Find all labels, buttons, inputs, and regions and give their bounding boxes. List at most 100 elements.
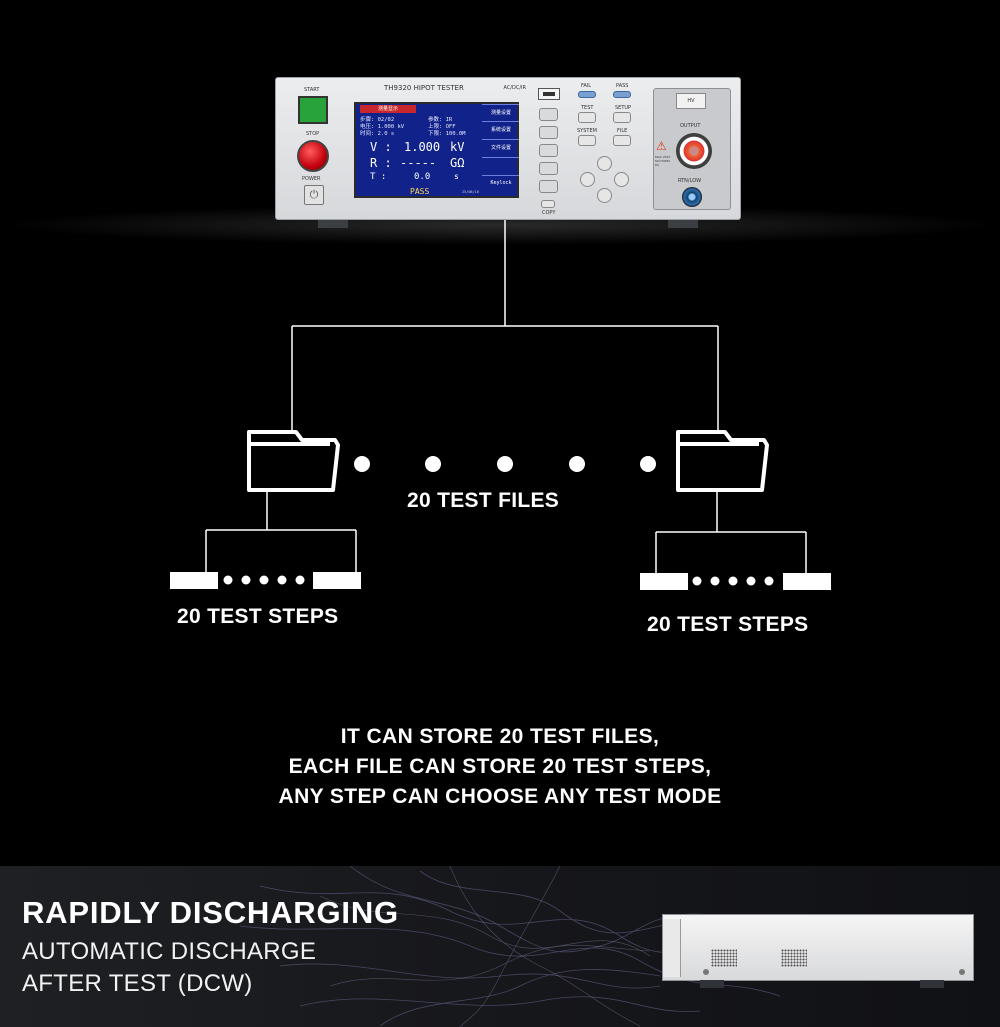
softkey-5[interactable]: [539, 180, 558, 193]
left-steps-label: 20 TEST STEPS: [177, 605, 339, 628]
copy-button[interactable]: [541, 200, 555, 208]
fail-label: FAIL: [581, 83, 592, 89]
screw: [703, 969, 709, 975]
caption-line-2: EACH FILE CAN STORE 20 TEST STEPS,: [288, 755, 712, 778]
file-label: FILE: [617, 128, 628, 134]
step-block: [313, 572, 361, 589]
arrow-right-button[interactable]: [614, 172, 629, 187]
step-block: [783, 573, 831, 590]
step-block: [640, 573, 688, 590]
arrow-up-button[interactable]: [597, 156, 612, 171]
screen-r-value: -----: [400, 156, 437, 170]
softkey-1[interactable]: [539, 108, 558, 121]
hv-button[interactable]: HV: [676, 93, 706, 109]
folder-icon: [247, 430, 340, 492]
file-dot: [640, 456, 656, 472]
softkey-4[interactable]: [539, 162, 558, 175]
softkey-label-1: 测量设置: [490, 110, 511, 116]
model-name: TH9320 HIPOT TESTER: [384, 84, 464, 92]
usb-port[interactable]: [538, 88, 560, 100]
step-dot: [277, 575, 287, 585]
step-dot: [728, 576, 738, 586]
screen-lower: 下限: 100.0M: [428, 131, 466, 137]
screen-t-value: 0.0: [414, 172, 431, 182]
screen-tab: 测量显示: [360, 105, 416, 113]
stop-label: STOP: [306, 131, 320, 137]
hv-output-panel: HV OUTPUT ⚠ MAX VOLT 5kV/30MA DC RTN/LOW: [653, 88, 731, 210]
screen-t-label: T :: [370, 172, 387, 182]
storage-caption: IT CAN STORE 20 TEST FILES, EACH FILE CA…: [0, 722, 1000, 812]
test-button[interactable]: [578, 112, 596, 123]
file-dot: [425, 456, 441, 472]
step-dot: [710, 576, 720, 586]
fail-indicator: [578, 91, 596, 98]
device-foot: [318, 220, 348, 228]
start-button[interactable]: [298, 96, 328, 124]
file-button[interactable]: [613, 135, 631, 146]
system-button[interactable]: [578, 135, 596, 146]
tester-side-view: [662, 914, 974, 981]
softkey-divider: [482, 157, 519, 158]
caption-line-3: ANY STEP CAN CHOOSE ANY TEST MODE: [278, 785, 722, 808]
caption-line-1: IT CAN STORE 20 TEST FILES,: [340, 725, 660, 748]
power-icon: ⏻: [309, 188, 319, 201]
screen-step: 步骤: 02/02: [360, 117, 395, 123]
softkey-3[interactable]: [539, 144, 558, 157]
stop-button[interactable]: [297, 140, 329, 172]
softkey-label-5: Keylock: [490, 180, 512, 186]
warning-icon: ⚠: [656, 139, 667, 153]
system-label: SYSTEM: [577, 128, 597, 134]
banner-subtitle-1: AUTOMATIC DISCHARGE: [22, 938, 317, 965]
screen-status: PASS: [410, 187, 430, 196]
right-step-row: [640, 573, 831, 590]
connector-lines: [205, 220, 807, 573]
folder-icon: [676, 430, 769, 492]
screen-time-setting: 时间: 2.0 s: [360, 131, 395, 137]
softkey-2[interactable]: [539, 126, 558, 139]
softkey-label-3: 文件设置: [490, 145, 511, 151]
screen-r-unit: GΩ: [450, 156, 465, 170]
pass-indicator: [613, 91, 631, 98]
arrow-left-button[interactable]: [580, 172, 595, 187]
file-dot: [497, 456, 513, 472]
pass-label: PASS: [616, 83, 629, 89]
screen-v-label: V :: [370, 140, 392, 154]
step-dot: [241, 575, 251, 585]
output-label: OUTPUT: [680, 123, 701, 129]
screw: [959, 969, 965, 975]
files-label: 20 TEST FILES: [407, 489, 560, 512]
front-panel-edge: [663, 919, 681, 977]
copy-label: COPY: [542, 210, 556, 216]
step-dot: [259, 575, 269, 585]
softkey-divider: [482, 175, 519, 176]
screen-param: 参数: IR: [428, 117, 453, 123]
device-header: TH9320 HIPOT TESTER AC/DC/IR: [354, 82, 526, 94]
softkey-label-2: 系统设置: [490, 127, 511, 133]
screen-upper: 上限: OFF: [428, 124, 456, 130]
step-dot: [692, 576, 702, 586]
screen-r-label: R :: [370, 156, 392, 170]
rtn-label: RTN/LOW: [678, 178, 702, 184]
file-dots: [354, 456, 656, 472]
discharge-banner: RAPIDLY DISCHARGING AUTOMATIC DISCHARGE …: [0, 866, 1000, 1027]
file-dot: [354, 456, 370, 472]
power-label: POWER: [302, 176, 321, 182]
lcd-screen: 测量显示 步骤: 02/02 参数: IR 电压: 1.000 kV 上限: O…: [354, 102, 519, 198]
start-label: START: [304, 87, 320, 93]
arrow-down-button[interactable]: [597, 188, 612, 203]
mode-list: AC/DC/IR: [503, 85, 526, 91]
step-dot: [223, 575, 233, 585]
side-foot: [700, 980, 724, 988]
device-feet: [318, 220, 698, 228]
step-dot: [746, 576, 756, 586]
setup-button[interactable]: [613, 112, 631, 123]
vent-grill: [711, 949, 737, 967]
power-button[interactable]: ⏻: [304, 185, 324, 205]
file-dot: [569, 456, 585, 472]
hv-output-jack[interactable]: [676, 133, 712, 169]
step-dot: [764, 576, 774, 586]
screen-voltage-setting: 电压: 1.000 kV: [360, 124, 405, 130]
rtn-low-jack[interactable]: [682, 187, 702, 207]
setup-label: SETUP: [615, 105, 632, 111]
banner-subtitle-2: AFTER TEST (DCW): [22, 970, 253, 997]
